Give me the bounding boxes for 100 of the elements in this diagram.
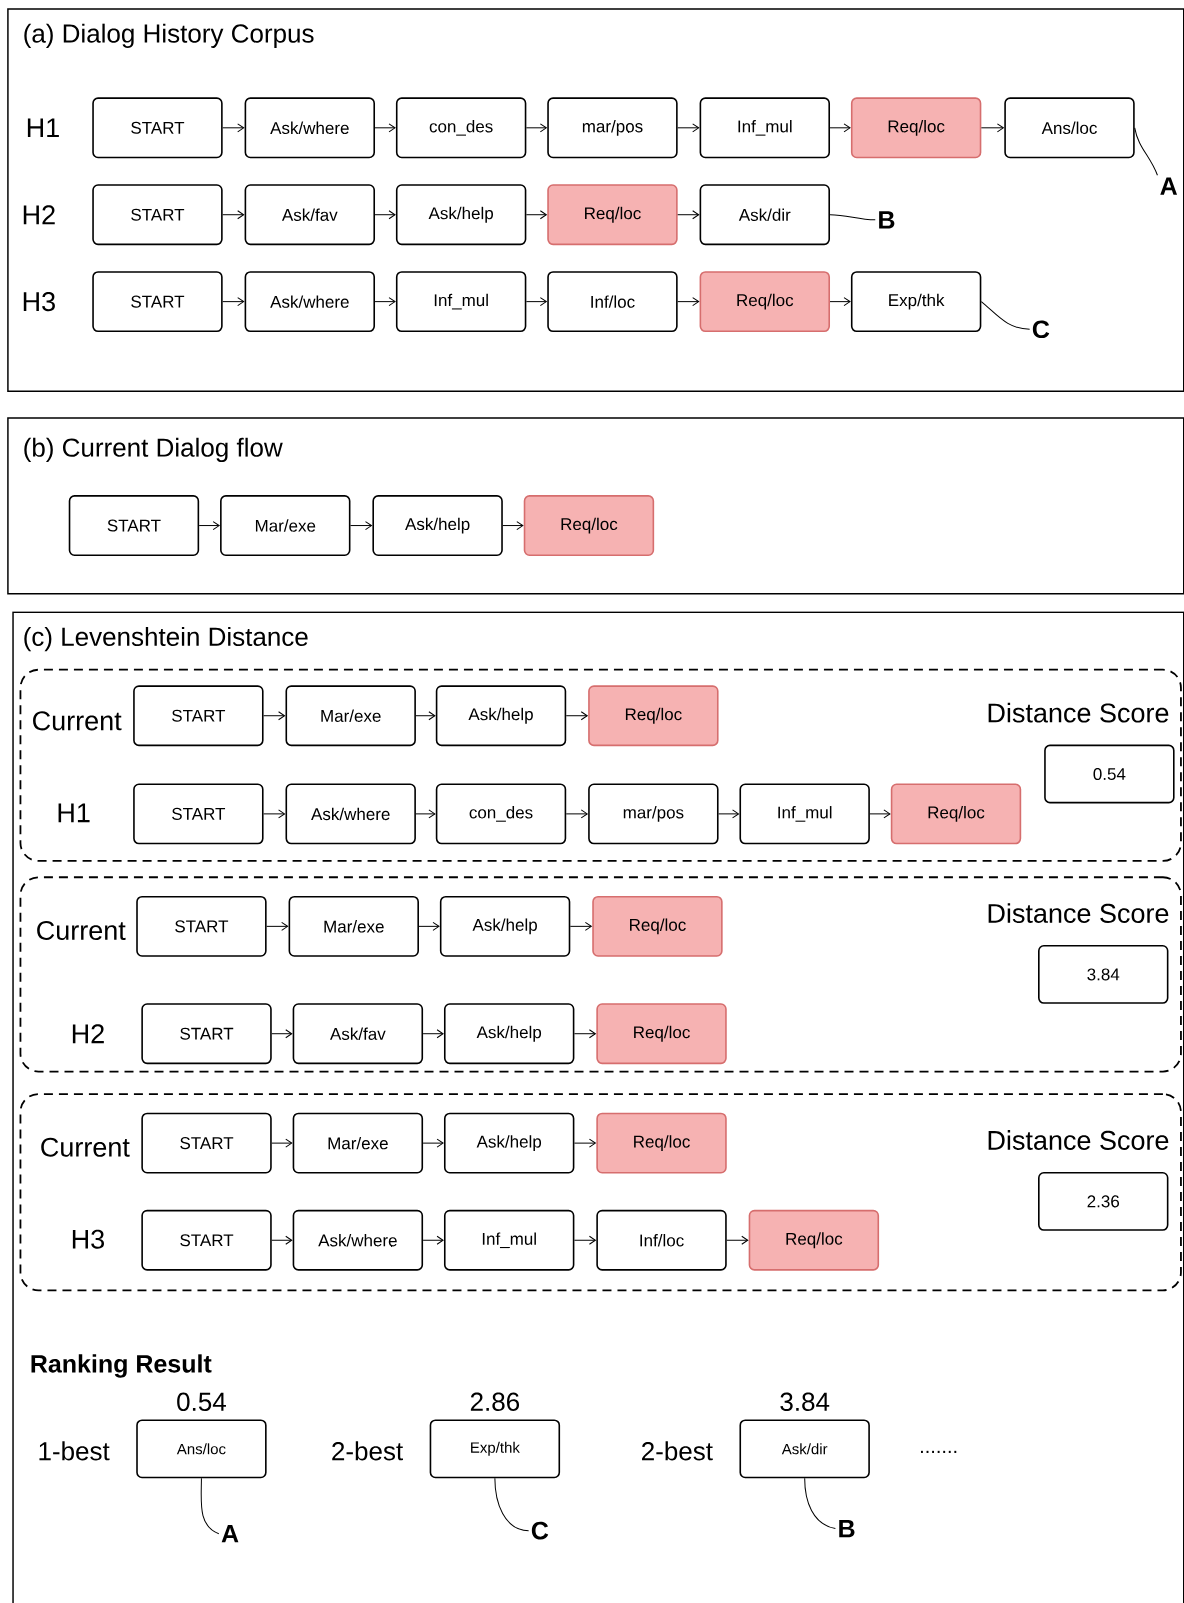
row-label: H3	[72, 1229, 104, 1249]
arrow	[266, 921, 289, 931]
score-box: 3.84	[1038, 945, 1169, 1004]
process-box: Ask/where	[244, 97, 376, 159]
arrow	[829, 297, 851, 307]
leader-line	[200, 1477, 220, 1535]
arrow	[422, 1029, 444, 1039]
arrow	[418, 921, 440, 931]
score-heading: Distance Score	[988, 1130, 1169, 1150]
arrow	[263, 711, 286, 721]
leader-line	[1134, 127, 1158, 176]
process-box: con_des	[435, 783, 567, 845]
process-box: START	[141, 1003, 272, 1065]
arrow	[263, 809, 286, 819]
process-box: mar/pos	[588, 783, 719, 845]
process-box: Req/loc	[592, 895, 723, 957]
process-box: Exp/thk	[850, 271, 982, 333]
process-box: Ans/loc	[1004, 97, 1135, 159]
row-label: Current	[41, 1137, 130, 1157]
rank-label: 1-best	[39, 1441, 110, 1461]
process-box: START	[133, 783, 264, 845]
section-heading: Ranking Result	[31, 1354, 212, 1378]
process-box: START	[68, 495, 200, 556]
arrow	[677, 123, 700, 133]
process-box: Inf_mul	[739, 783, 870, 845]
arrow	[573, 1029, 596, 1039]
arrow	[198, 521, 220, 531]
rank-label: 2-best	[642, 1441, 713, 1461]
process-box: Ask/fav	[244, 184, 376, 246]
arrow	[573, 1138, 596, 1148]
letter-label: C	[1032, 320, 1050, 339]
row-label: H2	[72, 1024, 104, 1044]
panel-title: (a) Dialog History Corpus	[24, 23, 314, 48]
process-box: Ask/where	[244, 271, 376, 333]
process-box: Req/loc	[890, 783, 1022, 845]
process-box: START	[133, 685, 264, 747]
process-box: Inf/loc	[596, 1209, 727, 1271]
arrow	[829, 123, 851, 133]
arrow	[502, 521, 524, 531]
arrow	[415, 809, 436, 819]
dashed-group-box	[19, 1093, 1182, 1292]
arrow	[415, 711, 436, 721]
dashed-group-box	[19, 876, 1182, 1073]
process-box: Ask/fav	[292, 1003, 424, 1065]
row-label: H3	[23, 292, 55, 312]
arrow	[565, 711, 588, 721]
arrow	[422, 1235, 444, 1245]
process-box: Mar/exe	[288, 895, 419, 957]
score-heading: Distance Score	[988, 903, 1169, 923]
process-box: Ask/dir	[699, 184, 830, 246]
process-box: Ask/dir	[739, 1419, 870, 1479]
process-box: Inf_mul	[699, 97, 830, 159]
score-box: 2.36	[1038, 1171, 1169, 1231]
process-box: Req/loc	[748, 1209, 880, 1271]
process-box: START	[141, 1112, 272, 1174]
process-box: Req/loc	[547, 184, 678, 246]
row-label: H1	[27, 118, 59, 138]
process-box: START	[141, 1209, 272, 1271]
process-box: Ask/where	[285, 783, 416, 845]
row-label: Current	[33, 711, 122, 731]
process-box: Inf_mul	[443, 1209, 575, 1271]
row-label: H2	[23, 205, 55, 225]
row-label: Current	[37, 920, 126, 940]
process-box: Req/loc	[596, 1003, 727, 1065]
arrow	[222, 123, 245, 133]
arrow	[573, 1235, 596, 1245]
letter-label: C	[531, 1521, 549, 1540]
arrow	[374, 297, 396, 307]
process-box: START	[92, 184, 223, 246]
arrow	[525, 123, 547, 133]
arrow	[271, 1138, 293, 1148]
arrow	[569, 921, 592, 931]
arrow	[374, 123, 396, 133]
process-box: Req/loc	[523, 495, 655, 556]
letter-label: B	[879, 211, 895, 229]
score-value: 3.84	[780, 1392, 830, 1411]
leader-line	[804, 1477, 836, 1530]
arrow	[565, 809, 588, 819]
process-box: Ask/help	[443, 1112, 575, 1174]
arrow	[422, 1138, 444, 1148]
score-value: 0.54	[177, 1392, 226, 1411]
score-heading: Distance Score	[988, 702, 1169, 723]
leader-line	[980, 301, 1031, 330]
process-box: Ask/help	[435, 685, 567, 747]
process-box: START	[92, 97, 223, 159]
arrow	[726, 1235, 749, 1245]
score-value: 2.86	[470, 1392, 520, 1411]
letter-label: A	[221, 1525, 239, 1543]
panel-title: (b) Current Dialog flow	[24, 437, 283, 462]
arrow	[525, 210, 547, 220]
process-box: START	[92, 271, 223, 333]
score-box: 0.54	[1044, 744, 1175, 804]
letter-label: A	[1160, 177, 1178, 195]
process-box: Ask/help	[372, 495, 503, 556]
arrow	[677, 210, 700, 220]
process-box: Ask/help	[439, 895, 571, 957]
process-box: Mar/exe	[292, 1112, 424, 1174]
process-box: Ask/where	[292, 1209, 424, 1271]
row-label: H1	[58, 803, 90, 823]
arrow	[980, 123, 1004, 133]
